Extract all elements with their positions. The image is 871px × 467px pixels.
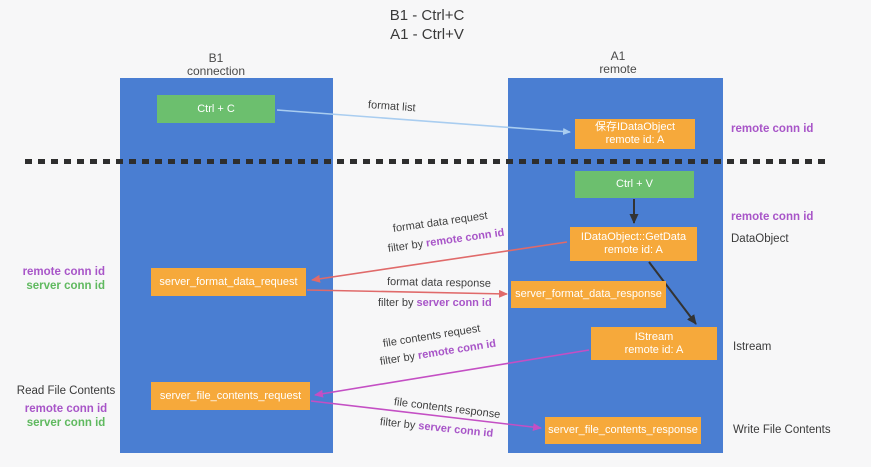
right-column-name: A1: [610, 49, 626, 63]
format-data-response-label: format data response: [386, 276, 492, 290]
left-column-role: connection: [186, 64, 246, 78]
server-format-data-request-label: server_format_data_request: [159, 275, 298, 288]
left-bottom-labels: Read File Contents remote conn id server…: [12, 384, 120, 430]
ctrl-v-label: Ctrl + V: [616, 178, 653, 190]
server-file-contents-request-label: server_file_contents_request: [159, 389, 302, 402]
istream-line2: remote id: A: [624, 343, 684, 356]
ctrl-v-node: Ctrl + V: [575, 171, 694, 198]
idataobject-getdata-node: IDataObject::GetData remote id: A: [570, 227, 697, 261]
title-line-2: A1 - Ctrl+V: [390, 26, 464, 43]
save-idataobject-line1: 保存IDataObject: [594, 121, 676, 133]
diagram-title: B1 - Ctrl+C A1 - Ctrl+V: [277, 6, 577, 44]
right-top-remote-conn-id-label: remote conn id: [731, 123, 814, 135]
save-idataobject-line2: remote id: A: [605, 134, 665, 146]
istream-line1: IStream: [634, 330, 674, 343]
server-file-contents-response-label: server_file_contents_response: [548, 424, 698, 436]
server-file-contents-request-node: server_file_contents_request: [151, 382, 310, 410]
idataobject-getdata-line1: IDataObject::GetData: [580, 231, 687, 243]
ctrl-c-label: Ctrl + C: [197, 102, 235, 115]
idataobject-getdata-line2: remote id: A: [604, 244, 663, 256]
format-data-response-filter-label: filter by server conn id: [378, 297, 492, 309]
filter-by-text: filter by: [379, 416, 419, 432]
left-column-name: B1: [208, 51, 224, 65]
istream-side-label: Istream: [733, 341, 772, 353]
dataobject-label: DataObject: [731, 233, 789, 245]
left-column-header: B1 connection: [146, 52, 286, 78]
format-list-label: format list: [367, 99, 416, 115]
server-file-contents-response-node: server_file_contents_response: [545, 417, 701, 444]
filter-by-text: filter by: [378, 297, 417, 309]
server-format-data-response-label: server_format_data_response: [515, 288, 662, 300]
phase-separator-dashed-line: [25, 159, 831, 164]
left-mid-conn-id-labels: remote conn id server conn id: [5, 265, 105, 293]
save-idataobject-node: 保存IDataObject remote id: A: [575, 119, 695, 149]
write-file-contents-label: Write File Contents: [733, 424, 831, 436]
left-bottom-server-conn-id-label: server conn id: [26, 417, 106, 429]
right-column-role: remote: [599, 62, 637, 76]
read-file-contents-label: Read File Contents: [16, 385, 116, 397]
istream-node: IStream remote id: A: [591, 327, 717, 360]
filter-by-text: filter by: [379, 350, 419, 368]
filter-by-text: filter by: [387, 237, 427, 255]
title-line-1: B1 - Ctrl+C: [389, 7, 465, 24]
ctrl-c-node: Ctrl + C: [157, 95, 275, 123]
right-column-header: A1 remote: [548, 50, 688, 76]
right-mid-remote-conn-id-label: remote conn id: [731, 211, 814, 223]
server-conn-id-text: server conn id: [417, 420, 494, 440]
left-mid-server-conn-id-label: server conn id: [26, 280, 105, 292]
format-data-response-arrow: [306, 289, 508, 298]
server-format-data-request-node: server_format_data_request: [151, 268, 306, 296]
file-contents-response-label: file contents response: [393, 396, 501, 421]
left-mid-remote-conn-id-label: remote conn id: [22, 266, 105, 278]
server-format-data-response-node: server_format_data_response: [511, 281, 666, 308]
remote-conn-id-text: remote conn id: [425, 226, 506, 250]
left-bottom-remote-conn-id-label: remote conn id: [24, 403, 108, 415]
file-contents-response-filter-label: filter by server conn id: [379, 416, 493, 440]
server-conn-id-text: server conn id: [416, 297, 492, 309]
